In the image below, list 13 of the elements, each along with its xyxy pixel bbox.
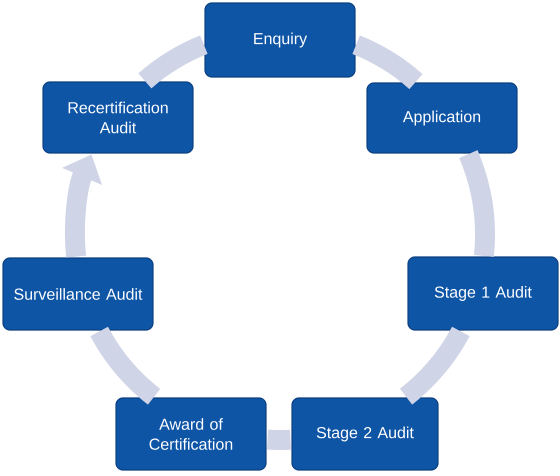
process-box: Enquiry <box>204 2 356 78</box>
process-box: Application <box>366 82 518 154</box>
process-box: Recertification Audit <box>42 81 194 154</box>
connector-band <box>138 35 208 88</box>
process-box: Stage 2 Audit <box>291 397 439 471</box>
connector-band <box>266 430 291 450</box>
connector-band <box>400 326 470 404</box>
connector-band <box>90 326 160 405</box>
process-box: Surveillance Audit <box>2 257 154 331</box>
connector-band <box>459 150 495 257</box>
process-box: Stage 1 Audit <box>407 256 559 331</box>
process-box: Award of Certification <box>115 397 267 471</box>
connector-band <box>352 35 423 90</box>
